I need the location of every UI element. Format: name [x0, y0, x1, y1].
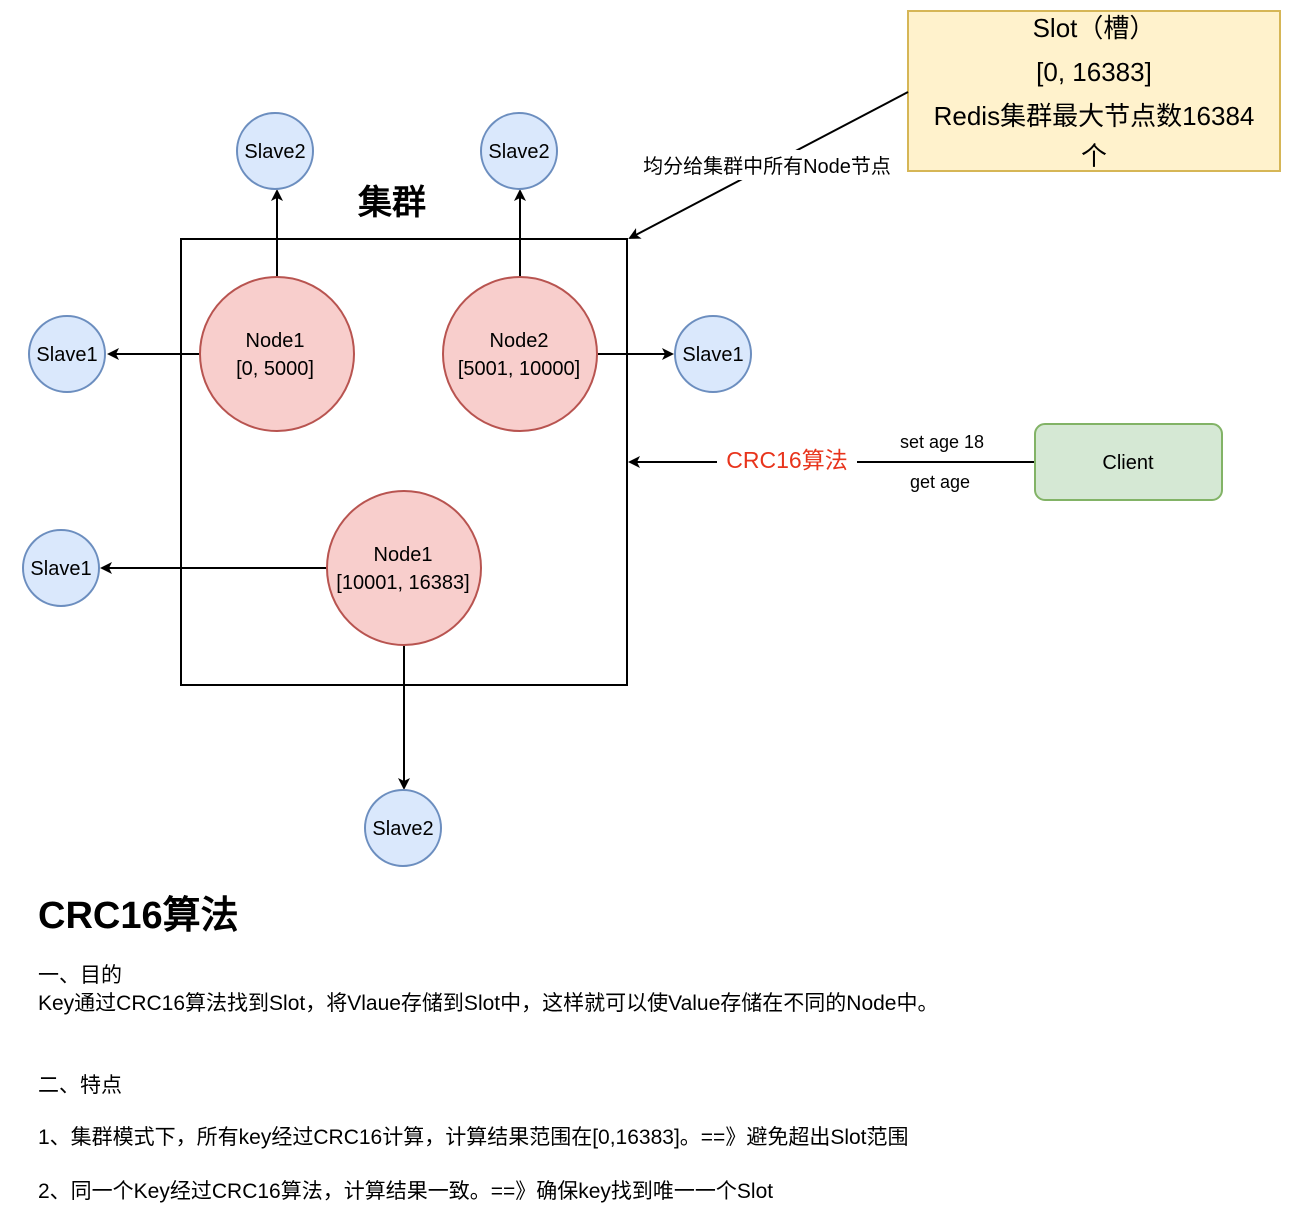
slave-label: Slave2 [488, 141, 549, 163]
slave-mid-right[interactable]: Slave1 [674, 315, 752, 393]
slave-bottom-left[interactable]: Slave1 [22, 529, 100, 607]
slave-mid-left[interactable]: Slave1 [28, 315, 106, 393]
node-range: [10001, 16383] [336, 572, 469, 594]
section1-heading: 一、目的 [38, 964, 122, 987]
node-range: [0, 5000] [236, 358, 314, 380]
slave-label: Slave2 [372, 818, 433, 840]
slave-label: Slave1 [30, 558, 91, 580]
section1-text: Key通过CRC16算法找到Slot，将Vlaue存储到Slot中，这样就可以使… [38, 992, 939, 1015]
cluster-diagram: Slot（槽） [0, 16383] Redis集群最大节点数16384 个 均… [22, 10, 1281, 867]
slave-label: Slave1 [36, 344, 97, 366]
cmd-set: set age 18 [900, 432, 984, 452]
client-label: Client [1102, 452, 1154, 474]
algo-label: CRC16算法 [726, 447, 847, 473]
slave-bottom[interactable]: Slave2 [364, 789, 442, 867]
slot-box-line2: [0, 16383] [1036, 57, 1152, 87]
node-range: [5001, 10000] [458, 358, 580, 380]
point-1: 1、集群模式下，所有key经过CRC16计算，计算结果范围在[0,16383]。… [38, 1126, 909, 1149]
point-2: 2、同一个Key经过CRC16算法，计算结果一致。==》确保key找到唯一一个S… [38, 1180, 774, 1203]
node-name: Node2 [490, 330, 549, 352]
node-name: Node1 [374, 544, 433, 566]
slot-box-line1: Slot（槽） [1033, 13, 1156, 43]
edge-label-bg [628, 150, 906, 180]
slave-label: Slave1 [682, 344, 743, 366]
slave-top-left[interactable]: Slave2 [236, 112, 314, 190]
slot-box[interactable]: Slot（槽） [0, 16383] Redis集群最大节点数16384 个 [907, 10, 1281, 172]
slave-top-right[interactable]: Slave2 [480, 112, 558, 190]
node-name: Node1 [246, 330, 305, 352]
doc-title: CRC16算法 [38, 895, 239, 937]
slave-label: Slave2 [244, 141, 305, 163]
slot-box-line4: 个 [1081, 141, 1107, 171]
client-box[interactable]: Client [1034, 423, 1223, 501]
cluster-title: 集群 [357, 184, 426, 222]
section2-heading: 二、特点 [38, 1074, 122, 1097]
node-3[interactable]: Node1 [10001, 16383] [326, 490, 482, 646]
algo-label-bg [717, 446, 857, 476]
slot-box-line3: Redis集群最大节点数16384 [934, 101, 1255, 131]
node-2[interactable]: Node2 [5001, 10000] [442, 276, 598, 432]
edge-label-distribute: 均分给集群中所有Node节点 [643, 155, 891, 178]
node-1[interactable]: Node1 [0, 5000] [199, 276, 355, 432]
cmd-get: get age [910, 472, 970, 492]
